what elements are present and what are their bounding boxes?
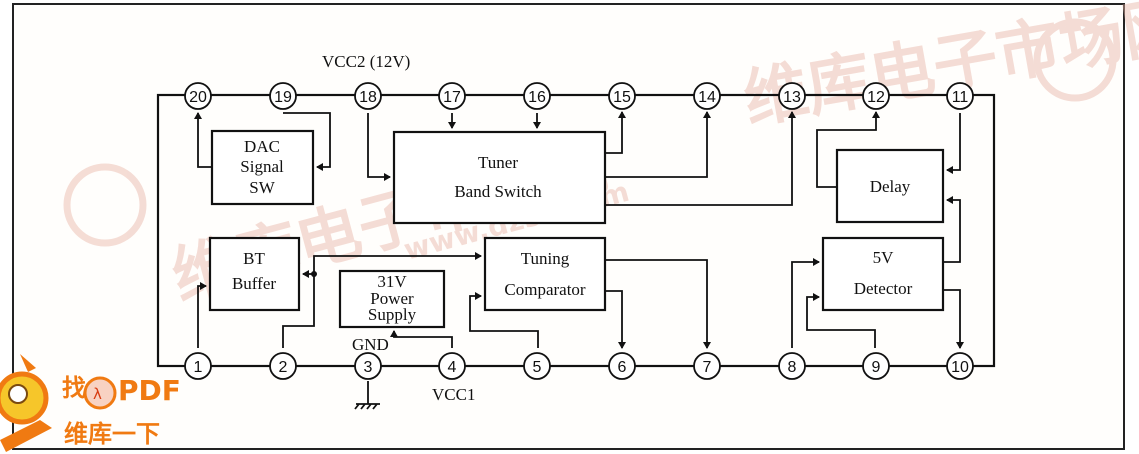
block-bt-buffer: BT Buffer	[208, 236, 301, 312]
pin-9: 9	[862, 352, 890, 380]
pin-label: 12	[867, 89, 885, 106]
pins-top: 20 19 18 17 16 15 14 13 12 11	[184, 82, 974, 110]
pin-20: 20	[184, 82, 212, 110]
pin-7: 7	[693, 352, 721, 380]
badge-find: 找	[62, 374, 86, 402]
pin-label: 9	[872, 359, 881, 376]
pin-14: 14	[693, 82, 721, 110]
pin-8: 8	[778, 352, 806, 380]
pin-label: 2	[279, 359, 288, 376]
pin-16: 16	[523, 82, 551, 110]
bt-line-1: BT	[243, 249, 265, 268]
pin-13: 13	[778, 82, 806, 110]
pin-label: 15	[613, 89, 631, 106]
vcc1-label: VCC1	[432, 385, 475, 404]
pin-11: 11	[946, 82, 974, 110]
dac-line-1: DAC	[244, 137, 280, 156]
pin-label: 19	[274, 89, 292, 106]
pin-label: 14	[698, 89, 716, 106]
dac-line-3: SW	[249, 178, 275, 197]
block-delay: Delay	[835, 148, 945, 224]
watermark-logo-icon	[63, 18, 1117, 247]
svg-text:λ: λ	[93, 385, 102, 403]
tuner-line-2: Band Switch	[454, 182, 542, 201]
pin-1: 1	[184, 352, 212, 380]
pin-12: 12	[862, 82, 890, 110]
detector-line-2: Detector	[854, 279, 913, 298]
pin-6: 6	[608, 352, 636, 380]
pin-label: 8	[788, 359, 797, 376]
pdf-file-icon: λ	[83, 376, 117, 410]
tuning-line-1: Tuning	[521, 249, 570, 268]
pin-label: 13	[783, 89, 801, 106]
pin-19: 19	[269, 82, 297, 110]
mascot-icon	[0, 354, 52, 452]
pin-4: 4	[438, 352, 466, 380]
watermark-brand-right: 维库电子市场网	[738, 0, 1139, 138]
tuning-line-2: Comparator	[504, 280, 586, 299]
vcc2-label: VCC2 (12V)	[322, 52, 410, 71]
pin-15: 15	[608, 82, 636, 110]
pin-label: 6	[618, 359, 627, 376]
pin-label: 11	[952, 89, 969, 106]
detector-line-1: 5V	[873, 248, 895, 267]
pin-10: 10	[946, 352, 974, 380]
power-line-2: Power	[370, 289, 414, 308]
pin-label: 10	[951, 359, 969, 376]
pin-label: 3	[364, 359, 373, 376]
ic-outline	[156, 93, 996, 368]
pin-label: 5	[533, 359, 542, 376]
pin-label: 20	[189, 89, 207, 106]
badge-pdf: PDF	[118, 374, 181, 407]
badge-tagline: 维库一下	[64, 420, 160, 448]
pin-3: 3	[354, 352, 382, 380]
pin-2: 2	[269, 352, 297, 380]
pin-label: 17	[443, 89, 461, 106]
block-dac-signal-sw: DAC Signal SW	[210, 129, 315, 206]
delay-line-1: Delay	[870, 177, 911, 196]
bt-line-2: Buffer	[232, 274, 276, 293]
power-line-1: 31V	[377, 272, 407, 291]
pin-label: 4	[448, 359, 457, 376]
pin-5: 5	[523, 352, 551, 380]
pin-label: 16	[528, 89, 546, 106]
gnd-label: GND	[352, 335, 389, 354]
block-tuner-band-switch: Tuner Band Switch	[392, 130, 607, 225]
pin-18: 18	[354, 82, 382, 110]
pin-17: 17	[438, 82, 466, 110]
block-tuning-comparator: Tuning Comparator	[483, 236, 607, 312]
pin-label: 18	[359, 89, 377, 106]
dac-line-2: Signal	[240, 157, 284, 176]
pin-label: 1	[194, 359, 203, 376]
pdf-badge: 找 λ PDF 维库一下	[0, 354, 181, 452]
tuner-line-1: Tuner	[478, 153, 518, 172]
pin-label: 7	[703, 359, 712, 376]
power-line-3: Supply	[368, 305, 417, 324]
signal-wires	[194, 111, 964, 410]
block-31v-power-supply: 31V Power Supply	[338, 269, 446, 329]
pins-bottom: 1 2 3 4 5 6 7 8 9 10	[184, 352, 974, 380]
block-5v-detector: 5V Detector	[821, 236, 945, 312]
